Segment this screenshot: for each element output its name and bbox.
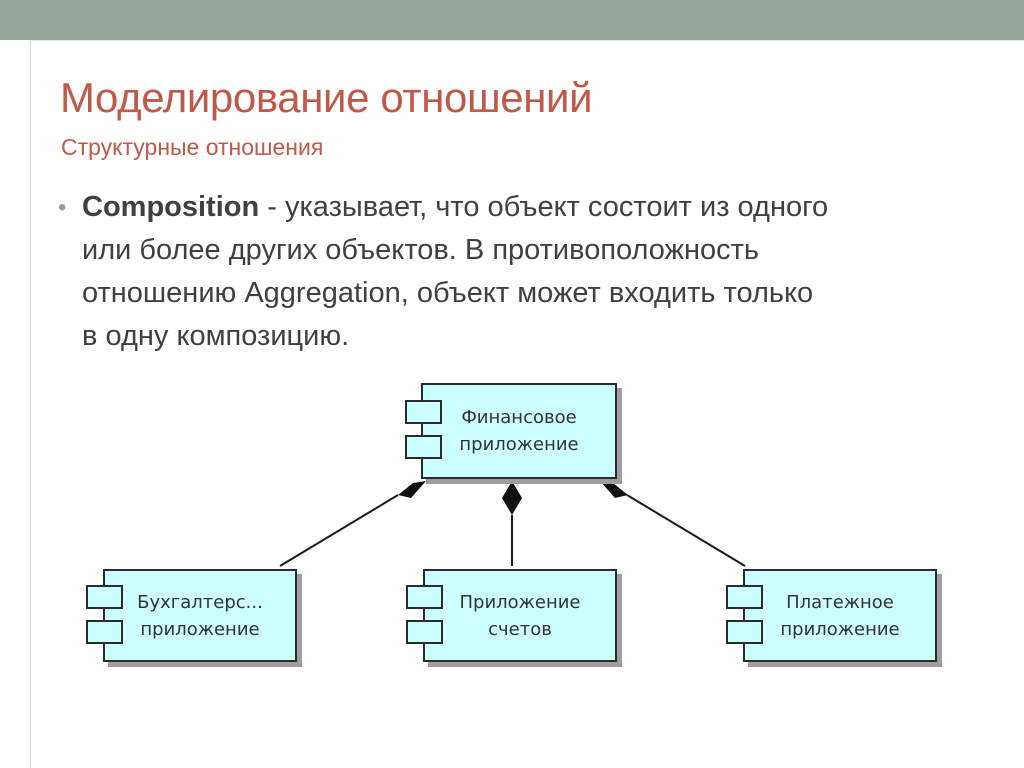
component-port-icon bbox=[86, 585, 123, 609]
component-payment-app: Платежное приложение bbox=[743, 569, 937, 662]
component-label-line2: приложение bbox=[780, 618, 900, 640]
component-accounting-app: Бухгалтерс... приложение bbox=[103, 569, 297, 662]
component-port-icon bbox=[406, 585, 443, 609]
connector-left bbox=[279, 494, 399, 567]
component-label-line2: счетов bbox=[488, 618, 552, 640]
composition-diamond-middle-icon bbox=[502, 481, 522, 515]
bullet-dot-icon: • bbox=[58, 194, 67, 221]
bullet-line-1: Composition - указывает, что объект сост… bbox=[82, 186, 982, 229]
component-label: Платежное приложение bbox=[780, 589, 899, 643]
bullet-text: Composition - указывает, что объект сост… bbox=[82, 186, 982, 358]
component-label-line1: Платежное bbox=[786, 591, 894, 613]
component-label: Финансовое приложение bbox=[459, 404, 578, 458]
component-invoice-app: Приложение счетов bbox=[423, 569, 617, 662]
component-port-icon bbox=[86, 620, 123, 644]
top-bar bbox=[0, 0, 1024, 40]
component-label: Бухгалтерс... приложение bbox=[137, 589, 263, 643]
component-port-icon bbox=[726, 620, 763, 644]
component-label-line1: Бухгалтерс... bbox=[137, 591, 263, 613]
slide-title: Моделирование отношений bbox=[60, 74, 593, 121]
bullet-line-4: в одну композицию. bbox=[82, 320, 350, 352]
component-financial-app: Финансовое приложение bbox=[421, 383, 617, 479]
component-label: Приложение счетов bbox=[459, 589, 580, 643]
component-label-line2: приложение bbox=[459, 434, 579, 455]
slide-border bbox=[30, 40, 1024, 768]
composition-diamond-right-icon bbox=[600, 481, 628, 498]
component-port-icon bbox=[406, 620, 443, 644]
component-port-icon bbox=[405, 435, 442, 459]
bullet-line-1-text: - указывает, что объект состоит из одног… bbox=[259, 191, 829, 223]
bullet-line-3: отношению Aggregation, объект может вход… bbox=[82, 277, 814, 309]
bullet-term: Composition bbox=[82, 191, 260, 223]
composition-diamond-left-icon bbox=[398, 481, 426, 498]
slide-subtitle: Структурные отношения bbox=[61, 134, 324, 160]
connector-right bbox=[626, 494, 746, 567]
component-port-icon bbox=[726, 585, 763, 609]
component-label-line1: Приложение bbox=[459, 591, 581, 613]
component-port-icon bbox=[405, 400, 442, 424]
component-label-line2: приложение bbox=[140, 618, 260, 640]
component-label-line1: Финансовое bbox=[461, 407, 577, 428]
bullet-line-2: или более других объектов. В противополо… bbox=[82, 234, 760, 266]
